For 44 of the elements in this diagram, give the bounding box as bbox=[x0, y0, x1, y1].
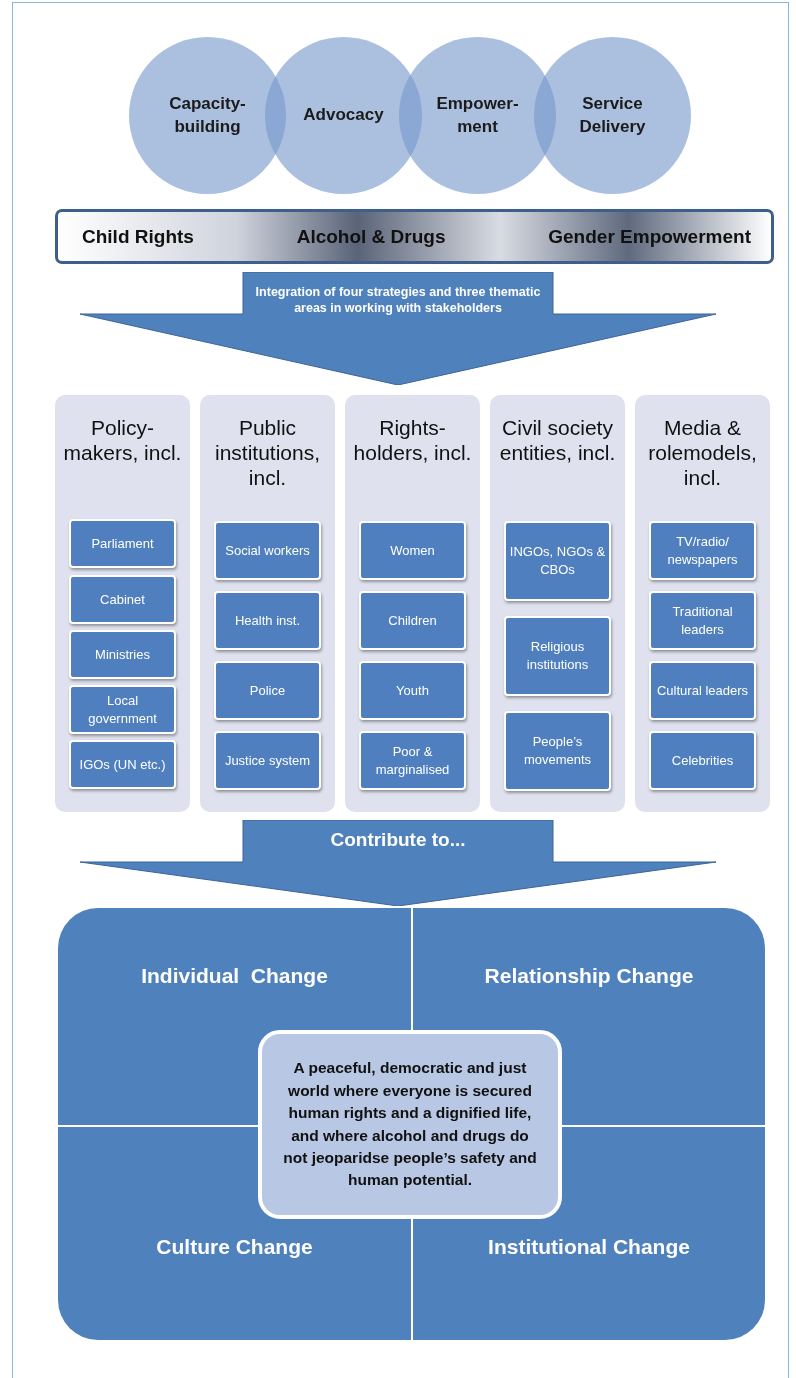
stakeholder-box: Women bbox=[359, 521, 466, 580]
quadrant-label: Culture Change bbox=[156, 1235, 313, 1259]
stakeholder-box: Cultural leaders bbox=[649, 661, 756, 720]
stakeholder-column bbox=[635, 395, 770, 812]
arrow-text: Integration of four strategies and three thematic areas in working with stakeholders bbox=[254, 284, 542, 317]
theme-label: Child Rights bbox=[82, 225, 194, 248]
stakeholder-column bbox=[200, 395, 335, 812]
vision-box: A peaceful, democratic and just world where everyone is secured human rights and a dignified life, and where alcohol and drugs do not jeoparidse people’s safety and human potential. bbox=[258, 1030, 562, 1219]
theme-label: Gender Empowerment bbox=[548, 225, 751, 248]
stakeholder-box: Traditional leaders bbox=[649, 591, 756, 650]
strategy-circle: Service Delivery bbox=[534, 37, 691, 194]
stakeholder-box: Youth bbox=[359, 661, 466, 720]
block-arrow bbox=[80, 272, 716, 385]
column-heading: Public institutions, incl. bbox=[213, 415, 322, 491]
stakeholder-box: Parliament bbox=[69, 519, 176, 568]
column-heading: Policy-makers, incl. bbox=[62, 415, 183, 466]
stakeholder-column bbox=[490, 395, 625, 812]
quadrant-label: Individual Change bbox=[141, 964, 328, 988]
stakeholder-box: Children bbox=[359, 591, 466, 650]
quadrant-label: Relationship Change bbox=[484, 964, 694, 988]
thematic-areas-band bbox=[55, 209, 774, 264]
arrow-text: Contribute to... bbox=[329, 828, 467, 852]
stakeholder-column bbox=[345, 395, 480, 812]
stakeholder-box: INGOs, NGOs & CBOs bbox=[504, 521, 611, 601]
stakeholder-box: Poor & marginalised bbox=[359, 731, 466, 790]
column-heading: Civil society entities, incl. bbox=[498, 415, 617, 466]
theme-label: Alcohol & Drugs bbox=[296, 225, 446, 248]
stakeholder-box: Social workers bbox=[214, 521, 321, 580]
stakeholder-box: TV/radio/ newspapers bbox=[649, 521, 756, 580]
stakeholder-box: People’s movements bbox=[504, 711, 611, 791]
stakeholder-box: Religious institutions bbox=[504, 616, 611, 696]
stakeholder-box: Celebrities bbox=[649, 731, 756, 790]
stakeholder-box: Cabinet bbox=[69, 575, 176, 624]
stakeholder-box: Justice system bbox=[214, 731, 321, 790]
column-heading: Media & rolemodels, incl. bbox=[647, 415, 758, 491]
stakeholder-box: Local government bbox=[69, 685, 176, 734]
quadrant-label: Institutional Change bbox=[488, 1235, 690, 1259]
block-arrow bbox=[80, 820, 716, 906]
stakeholder-column bbox=[55, 395, 190, 812]
column-heading: Rights-holders, incl. bbox=[352, 415, 473, 466]
stakeholder-box: Health inst. bbox=[214, 591, 321, 650]
stakeholder-box: IGOs (UN etc.) bbox=[69, 740, 176, 789]
stakeholder-box: Ministries bbox=[69, 630, 176, 679]
stakeholder-box: Police bbox=[214, 661, 321, 720]
